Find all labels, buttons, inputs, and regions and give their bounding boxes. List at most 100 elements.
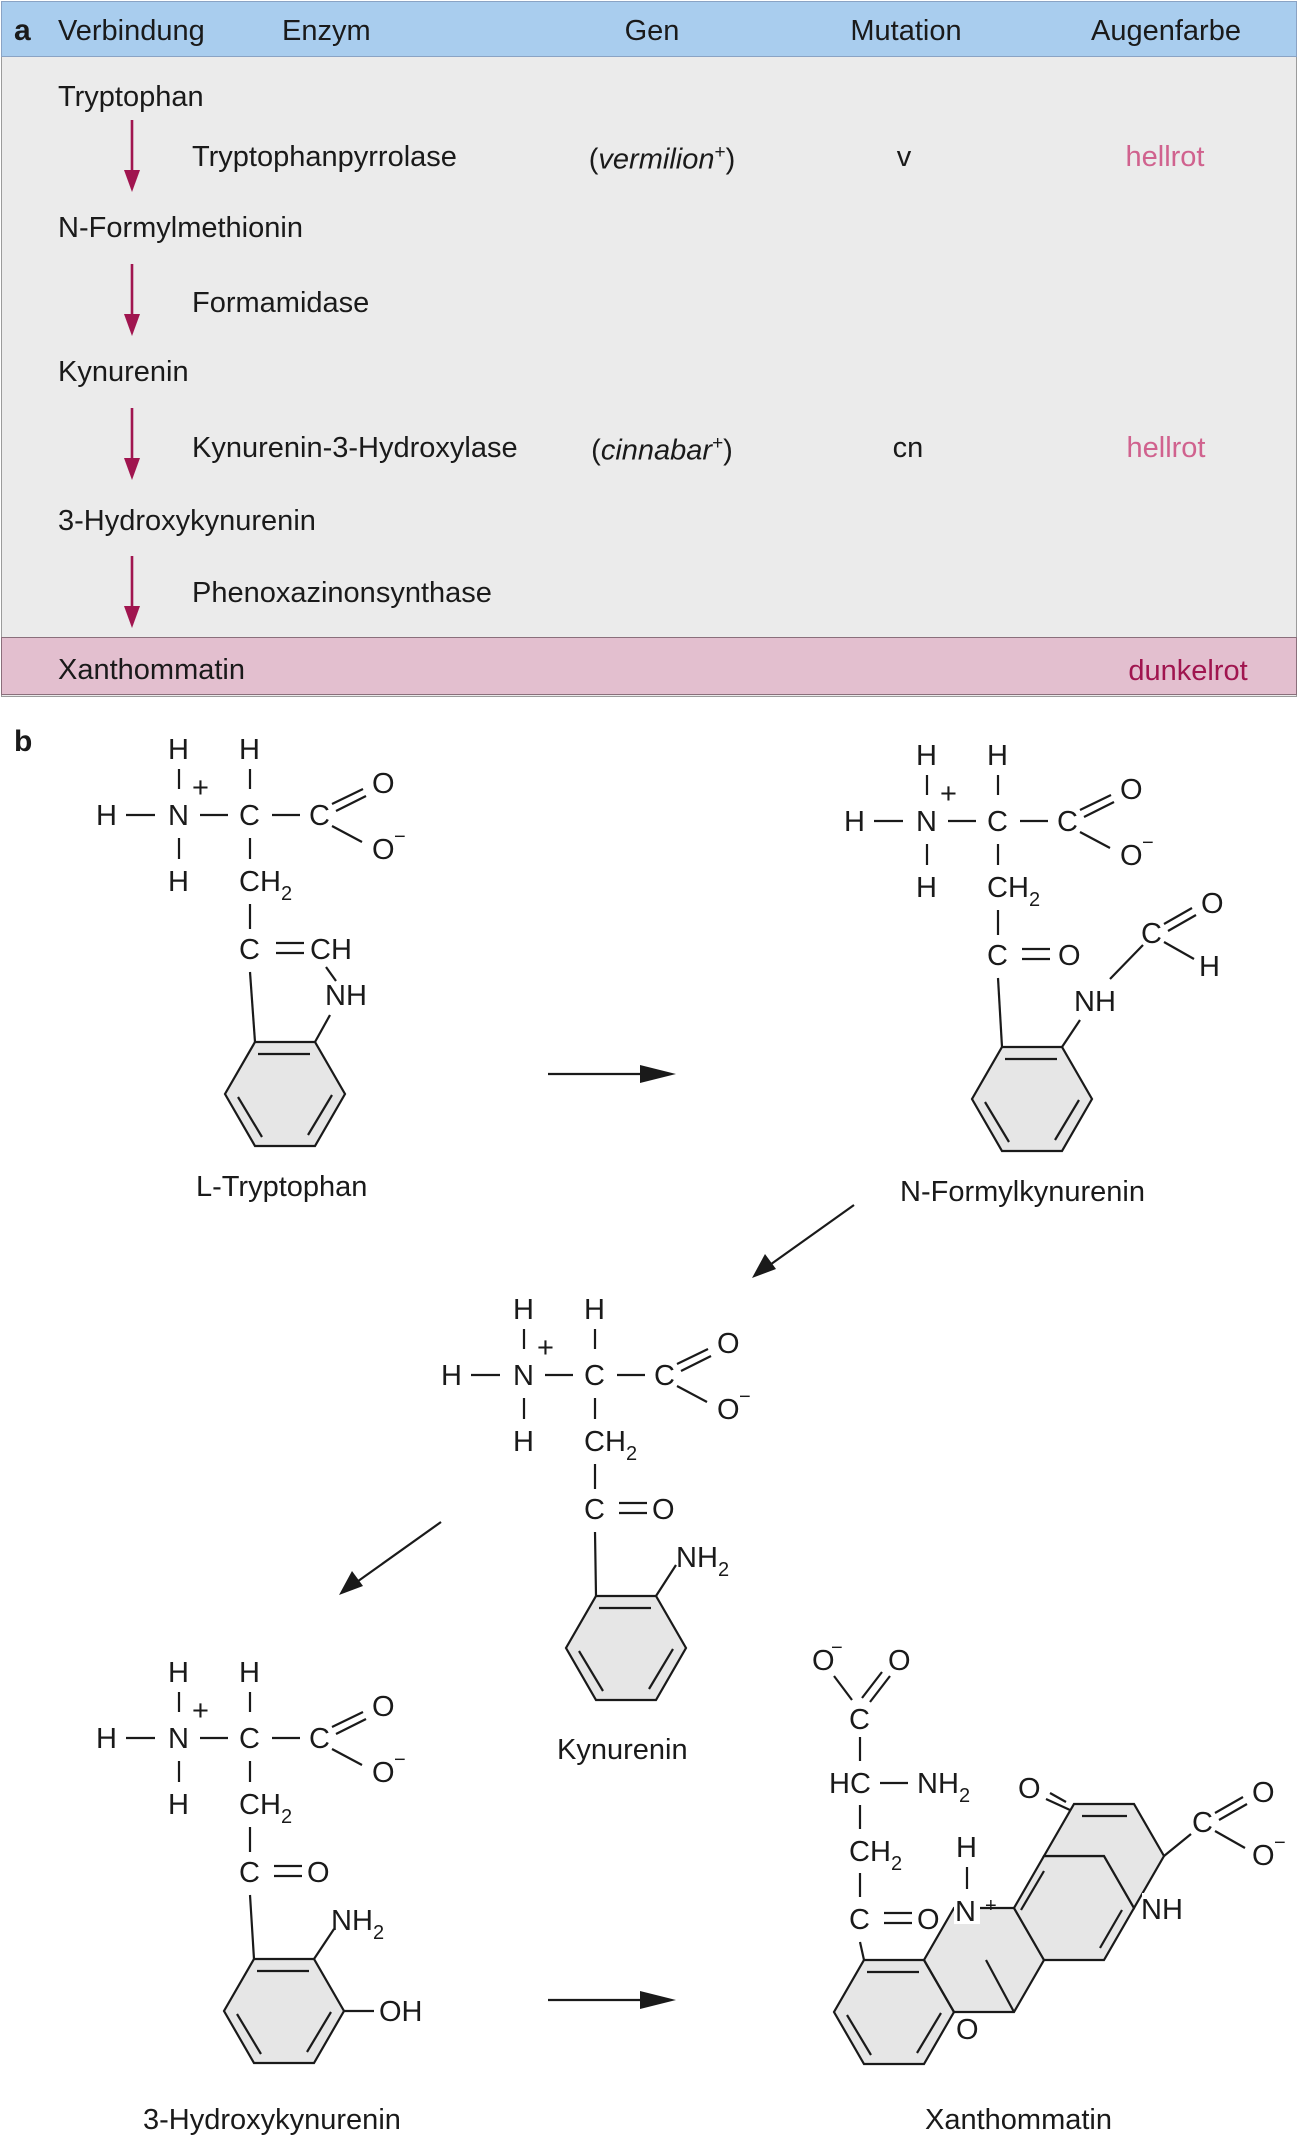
svg-text:O: O	[1018, 1773, 1041, 1805]
svg-text:2: 2	[626, 1443, 637, 1465]
svg-text:C: C	[584, 1360, 605, 1392]
svg-text:C: C	[239, 800, 260, 832]
svg-text:NH: NH	[917, 1768, 959, 1800]
pathway-table: a Verbindung Enzym Gen Mutation Augenfar…	[0, 0, 1300, 697]
svg-text:C: C	[239, 1857, 260, 1889]
svg-text:NH: NH	[331, 1905, 373, 1937]
svg-text:OH: OH	[379, 1996, 423, 2028]
compound-xanthommatin: Xanthommatin	[58, 654, 245, 686]
svg-text:O: O	[1252, 1777, 1275, 1809]
svg-text:HC: HC	[829, 1768, 871, 1800]
reaction-arrow-2	[752, 1204, 855, 1278]
panel-b-label: b	[14, 725, 32, 758]
label-xanthommatin: Xanthommatin	[925, 2104, 1112, 2136]
svg-text:N: N	[168, 800, 189, 832]
svg-text:H: H	[168, 866, 189, 898]
svg-text:O: O	[717, 1328, 740, 1360]
svg-text:H: H	[916, 872, 937, 904]
svg-text:O: O	[1252, 1840, 1275, 1872]
svg-text:H: H	[956, 1832, 977, 1864]
pathway-arrow-1	[124, 120, 140, 192]
svg-text:O: O	[812, 1645, 835, 1677]
svg-text:CH: CH	[239, 866, 281, 898]
pathway-arrow-2	[124, 264, 140, 336]
svg-text:H: H	[513, 1426, 534, 1458]
svg-text:NH: NH	[1074, 986, 1116, 1018]
svg-text:H: H	[239, 1657, 260, 1689]
svg-text:NH: NH	[325, 980, 367, 1012]
reaction-arrow-3	[339, 1521, 442, 1595]
svg-text:C: C	[239, 1723, 260, 1755]
svg-text:O: O	[372, 768, 395, 800]
svg-text:N: N	[513, 1360, 534, 1392]
panel-a-label: a	[14, 14, 31, 47]
compound-n-formylmethionin: N-Formylmethionin	[58, 212, 303, 244]
svg-text:H: H	[239, 734, 260, 766]
svg-text:C: C	[654, 1360, 675, 1392]
svg-text:C: C	[309, 1723, 330, 1755]
svg-text:CH: CH	[310, 934, 352, 966]
svg-text:−: −	[1274, 1832, 1286, 1854]
svg-text:H: H	[168, 734, 189, 766]
svg-text:H: H	[1199, 951, 1220, 983]
reaction-arrow-4	[548, 1991, 676, 2009]
svg-text:N: N	[168, 1723, 189, 1755]
eye-color-step-3: hellrot	[1126, 432, 1206, 464]
table-body	[1, 57, 1297, 697]
svg-text:O: O	[652, 1494, 675, 1526]
svg-text:C: C	[1192, 1807, 1213, 1839]
svg-text:+: +	[192, 772, 209, 804]
svg-text:2: 2	[959, 1785, 970, 1807]
svg-text:−: −	[739, 1386, 751, 1408]
svg-text:O: O	[1120, 774, 1143, 806]
header-enzyme: Enzym	[282, 15, 371, 47]
svg-text:H: H	[168, 1789, 189, 1821]
svg-text:2: 2	[891, 1853, 902, 1875]
structures-panel: b H H + H N C C O O − H CH 2	[0, 697, 1300, 2137]
compound-kynurenin: Kynurenin	[58, 356, 189, 388]
svg-text:−: −	[831, 1637, 843, 1659]
svg-text:+: +	[985, 1895, 997, 1917]
gene-vermilion: (vermilion+)	[588, 142, 736, 176]
xanthommatin-structure: O − O C HC NH 2 C H 2 C O	[812, 1637, 1286, 2136]
svg-text:C: C	[987, 940, 1008, 972]
svg-text:NH: NH	[1141, 1894, 1183, 1926]
svg-text:C: C	[849, 1904, 870, 1936]
svg-text:C: C	[849, 1704, 870, 1736]
svg-text:C: C	[1141, 918, 1162, 950]
svg-text:H: H	[844, 806, 865, 838]
table-header	[1, 1, 1297, 57]
compound-3-hydroxykynurenin: 3-Hydroxykynurenin	[58, 505, 316, 537]
svg-text:2: 2	[373, 1922, 384, 1944]
eye-color-final: dunkelrot	[1128, 655, 1248, 687]
header-compound: Verbindung	[58, 15, 205, 47]
svg-text:O: O	[1120, 840, 1143, 872]
svg-text:O: O	[1058, 940, 1081, 972]
svg-text:+: +	[537, 1332, 554, 1364]
svg-text:2: 2	[281, 1806, 292, 1828]
header-gene: Gen	[624, 15, 680, 47]
gene-cinnabar: (cinnabar+)	[591, 433, 733, 467]
svg-text:O: O	[917, 1904, 940, 1936]
header-mutation: Mutation	[850, 15, 962, 47]
svg-text:CH: CH	[584, 1426, 626, 1458]
pathway-arrow-4	[124, 556, 140, 628]
enzyme-formamidase: Formamidase	[192, 287, 370, 319]
svg-text:H: H	[513, 1294, 534, 1326]
enzyme-kynurenin-3-hydroxylase: Kynurenin-3-Hydroxylase	[192, 432, 518, 464]
svg-text:CH: CH	[239, 1789, 281, 1821]
enzyme-tryptophanpyrrolase: Tryptophanpyrrolase	[192, 141, 457, 173]
n-formylkynurenin-structure: H H + H N C C O O − H CH 2 C	[844, 740, 1224, 1208]
label-3-hydroxykynurenin: 3-Hydroxykynurenin	[143, 2104, 401, 2136]
svg-text:C: C	[1057, 806, 1078, 838]
svg-text:−: −	[394, 826, 406, 848]
svg-text:C: C	[584, 1494, 605, 1526]
svg-text:H: H	[96, 1723, 117, 1755]
kynurenin-structure: H H + H N C C O O − H CH 2 C	[441, 1294, 751, 1766]
pathway-arrow-3	[124, 408, 140, 480]
svg-text:H: H	[441, 1360, 462, 1392]
final-product-row	[1, 637, 1297, 695]
svg-text:2: 2	[281, 883, 292, 905]
l-tryptophan-structure: H H + H N C C O O − H CH 2 C	[96, 734, 406, 1203]
svg-text:+: +	[192, 1695, 209, 1727]
